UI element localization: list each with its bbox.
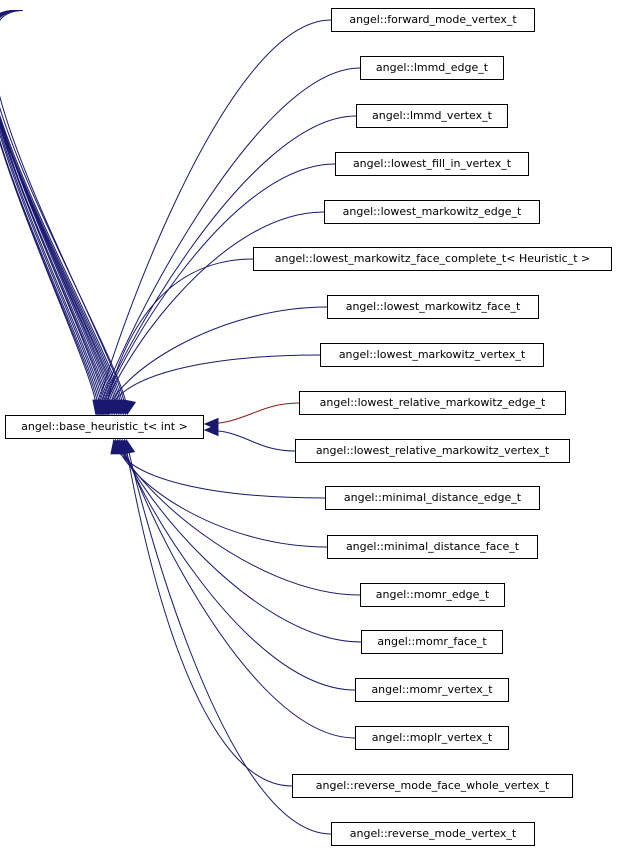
derived-node-forward-mode-vertex[interactable]: angel::forward_mode_vertex_t — [331, 8, 535, 32]
derived-node-momr-vertex[interactable]: angel::momr_vertex_t — [355, 678, 509, 702]
derived-node-lowest-fill-in-vertex[interactable]: angel::lowest_fill_in_vertex_t — [335, 152, 529, 176]
derived-node-label: angel::lowest_relative_markowitz_edge_t — [319, 396, 546, 409]
inheritance-edge — [118, 439, 362, 643]
derived-node-lmmd-edge[interactable]: angel::lmmd_edge_t — [360, 56, 504, 80]
base-class-label: angel::base_heuristic_t< int > — [21, 420, 188, 433]
inheritance-edge — [122, 439, 356, 739]
derived-node-label: angel::lowest_markowitz_edge_t — [342, 205, 522, 218]
derived-node-label: angel::reverse_mode_vertex_t — [349, 827, 517, 840]
inheritance-edge — [0, 10, 100, 415]
derived-node-reverse-mode-vertex[interactable]: angel::reverse_mode_vertex_t — [331, 822, 535, 846]
derived-node-label: angel::lmmd_vertex_t — [372, 109, 492, 122]
edge-arrowhead — [203, 423, 219, 437]
derived-node-label: angel::forward_mode_vertex_t — [349, 13, 517, 26]
inheritance-edge — [0, 10, 121, 415]
edge-arrowhead — [122, 438, 136, 455]
derived-node-label: angel::moplr_vertex_t — [371, 731, 493, 744]
inheritance-edge — [107, 354, 321, 415]
inheritance-edge — [124, 439, 293, 787]
derived-node-label: angel::lowest_relative_markowitz_vertex_… — [315, 444, 550, 457]
inheritance-edge — [98, 115, 357, 415]
inheritance-edge — [100, 163, 336, 415]
inheritance-edge — [104, 258, 254, 415]
derived-node-momr-edge[interactable]: angel::momr_edge_t — [360, 583, 505, 607]
derived-node-label: angel::lowest_markowitz_vertex_t — [338, 348, 526, 361]
inheritance-edge — [0, 10, 123, 415]
derived-node-label: angel::momr_face_t — [377, 635, 487, 648]
inheritance-edge — [0, 10, 112, 415]
derived-node-label: angel::reverse_mode_face_whole_vertex_t — [315, 779, 550, 792]
derived-node-lowest-markowitz-face-complete[interactable]: angel::lowest_markowitz_face_complete_t<… — [253, 247, 612, 271]
derived-node-moplr-vertex[interactable]: angel::moplr_vertex_t — [355, 726, 509, 750]
inheritance-edge — [125, 439, 332, 835]
derived-node-lmmd-vertex[interactable]: angel::lmmd_vertex_t — [356, 104, 508, 128]
inheritance-edge — [0, 10, 101, 415]
derived-node-minimal-distance-face[interactable]: angel::minimal_distance_face_t — [327, 535, 538, 559]
derived-node-reverse-mode-face-whole-vertex[interactable]: angel::reverse_mode_face_whole_vertex_t — [292, 774, 573, 798]
derived-node-lowest-relative-markowitz-edge[interactable]: angel::lowest_relative_markowitz_edge_t — [299, 391, 566, 415]
inheritance-edge — [0, 10, 118, 415]
derived-node-label: angel::momr_vertex_t — [371, 683, 493, 696]
inheritance-edge — [115, 439, 328, 548]
inheritance-edge — [0, 10, 110, 415]
derived-node-lowest-relative-markowitz-vertex[interactable]: angel::lowest_relative_markowitz_vertex_… — [295, 439, 570, 463]
derived-node-label: angel::minimal_distance_edge_t — [343, 491, 522, 504]
inheritance-edge — [0, 10, 128, 415]
derived-node-minimal-distance-edge[interactable]: angel::minimal_distance_edge_t — [325, 486, 540, 510]
derived-node-label: angel::minimal_distance_face_t — [345, 540, 520, 553]
base-class-node[interactable]: angel::base_heuristic_t< int > — [5, 415, 204, 439]
derived-node-lowest-markowitz-vertex[interactable]: angel::lowest_markowitz_vertex_t — [320, 343, 544, 367]
inheritance-edge — [0, 10, 107, 415]
inheritance-edge — [0, 10, 109, 415]
inheritance-edge — [0, 10, 103, 415]
inheritance-edge — [0, 10, 127, 415]
inheritance-edge — [204, 402, 300, 425]
derived-node-lowest-markowitz-face[interactable]: angel::lowest_markowitz_face_t — [327, 295, 539, 319]
derived-node-lowest-markowitz-edge[interactable]: angel::lowest_markowitz_edge_t — [324, 200, 540, 224]
inheritance-edge — [0, 10, 119, 415]
edge-arrowhead — [123, 399, 137, 416]
derived-node-label: angel::lowest_markowitz_face_complete_t<… — [274, 252, 591, 265]
inheritance-edge — [120, 439, 356, 691]
derived-node-label: angel::momr_edge_t — [375, 588, 490, 601]
inheritance-edge — [0, 10, 125, 415]
derived-node-label: angel::lowest_markowitz_face_t — [345, 300, 521, 313]
inheritance-edge — [0, 10, 105, 415]
derived-node-label: angel::lowest_fill_in_vertex_t — [352, 157, 512, 170]
derived-node-label: angel::lmmd_edge_t — [375, 61, 489, 74]
derived-node-momr-face[interactable]: angel::momr_face_t — [361, 630, 503, 654]
